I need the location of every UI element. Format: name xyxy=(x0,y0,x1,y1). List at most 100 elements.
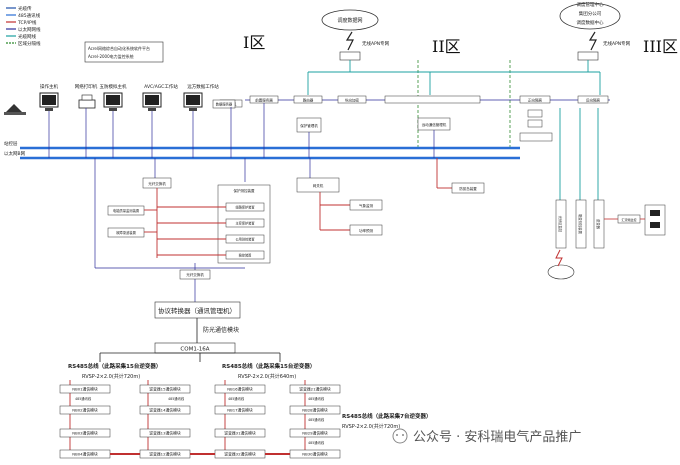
workstation-label: 五防模拟主机 xyxy=(100,83,127,90)
legend-label: TCP/IP线 xyxy=(17,19,37,26)
converter-label: 协议转换器（通讯管理机） xyxy=(158,306,236,315)
laptop-icon xyxy=(4,104,26,115)
fiber-switch-box xyxy=(179,269,211,280)
relay-b-box xyxy=(107,227,145,238)
workstation: 五防模拟主机 xyxy=(100,83,127,111)
zone-2-title: II区 xyxy=(432,37,461,56)
workstation-label: 远方数据工作站 xyxy=(187,83,219,90)
watermark-text: 公众号 · 安科瑞电气产品推广 xyxy=(413,429,581,445)
prot-label: 线路保护装置 xyxy=(235,205,254,210)
line-label: 485通讯线 xyxy=(75,396,92,401)
module-label: 逆变器15通信模块 xyxy=(149,387,181,392)
module-label: NB28通信模块 xyxy=(302,408,328,413)
bus-label-1: 站控层 xyxy=(4,140,18,147)
lightning-icon xyxy=(555,249,563,267)
legend-label: 光缆网线 xyxy=(18,33,36,40)
v4-label: 汇流箱监控 xyxy=(621,217,636,222)
cloud-company: 调度管理中心 集团分公司 调度数据中心 xyxy=(559,1,621,30)
protect-label: 保护管理机 xyxy=(300,123,318,128)
wireless-label-b: 无线APN专网 xyxy=(603,40,631,47)
module-label: NB03通信模块 xyxy=(72,431,98,436)
prot-group-label: 保护测控装置 xyxy=(234,188,255,193)
relay-b-label: 故障录波装置 xyxy=(116,230,136,235)
module-label: NB30通信模块 xyxy=(302,452,328,457)
relay-a-label: 电能质量监测装置 xyxy=(113,208,140,213)
lightning-icon xyxy=(588,31,597,51)
line-label: 485通讯线 xyxy=(308,440,325,445)
fiber-switch-label: 光纤交换机 xyxy=(186,272,204,277)
zone-1-title: I区 xyxy=(243,33,265,52)
rs485-c-cable: RVSP-2×2.0(共计720m) xyxy=(342,423,400,430)
legend-item: 以太网网线 xyxy=(6,26,41,33)
prot-label: 稳控装置 xyxy=(239,253,252,258)
rs485-a-cable: RVSP-2×2.0(共计720m) xyxy=(82,373,140,380)
cloud-small xyxy=(547,264,575,280)
rs485-c-title: RS485总线（此路采集7台逆变器） xyxy=(342,412,432,420)
cloud-dispatch-label: 调度数据网 xyxy=(337,17,362,24)
bus-label-2: 以太网B网 xyxy=(4,150,26,157)
data-server-label: 数据服务器 xyxy=(216,102,233,107)
software-box: Acrel网络综合自动化系统软件平台 Acrel-2000电力监控系统 xyxy=(84,41,164,63)
weather-label: 气象监测 xyxy=(359,203,373,208)
prot-label: 公用测控装置 xyxy=(235,237,254,242)
right-panels: 光伏区监控 箱变测控装置 逆变器 汇流箱监控 xyxy=(555,199,666,249)
legend-label: 以太网网线 xyxy=(18,26,41,33)
module-label: NB29通信模块 xyxy=(302,431,328,436)
zone-3-title: III区 xyxy=(643,37,678,56)
line-label: 485通讯线 xyxy=(168,396,185,401)
module-label: 逆变器12通信模块 xyxy=(149,452,181,457)
software-line2: Acrel-2000电力监控系统 xyxy=(88,53,134,59)
workstation: AVC/AGC工作站 xyxy=(142,83,178,111)
line-label: 485通讯线 xyxy=(308,396,325,401)
grid-unit-box xyxy=(296,177,340,193)
weather-box xyxy=(349,199,383,211)
workstation-label: 网络打印机 xyxy=(75,83,98,90)
legend: 光缆传 485通讯线 TCP/IP线 以太网网线 光缆网线 区域分隔线 xyxy=(6,5,41,47)
cloud-company-l1: 调度管理中心 xyxy=(577,1,604,8)
wireless-label-a: 无线APN专网 xyxy=(362,40,390,47)
legend-item: 光缆网线 xyxy=(6,33,36,40)
module-label: 逆变器31通信模块 xyxy=(224,431,256,436)
module-label: NB04通信模块 xyxy=(72,452,98,457)
switch-main-label: 光纤交换机 xyxy=(148,181,166,186)
module-label: 逆变器13通信模块 xyxy=(149,431,181,436)
workstation: 操作主机 xyxy=(39,83,59,111)
antenna-box xyxy=(339,51,361,61)
rs485-b-title: RS485总线（此路采集15台逆变器） xyxy=(222,362,315,370)
legend-item: 区域分隔线 xyxy=(6,40,41,47)
data-server-box xyxy=(212,99,236,109)
module-label: NB17通信模块 xyxy=(227,408,253,413)
rs485-a-title: RS485总线（此路采集15台逆变器） xyxy=(68,362,161,370)
tcp-lines xyxy=(144,158,452,258)
printer-icon: 网络打印机 xyxy=(75,83,98,109)
module-label: 逆变器21通信模块 xyxy=(299,387,331,392)
com-label: COM1-16A xyxy=(180,347,209,353)
power-pred-box xyxy=(349,224,383,236)
v3-label: 逆变器 xyxy=(596,219,601,230)
legend-label: 光缆传 xyxy=(18,5,32,12)
cloud-dispatch: 调度数据网 xyxy=(321,9,379,31)
fiber-lines xyxy=(307,60,601,200)
cloud-company-l3: 调度数据中心 xyxy=(577,19,604,26)
module-label: NB02通信模块 xyxy=(72,408,98,413)
software-line1: Acrel网络综合自动化系统软件平台 xyxy=(88,45,150,51)
anti-island-label: 防孤岛装置 xyxy=(459,186,477,191)
front-server-label: 前置服务器 xyxy=(255,98,273,103)
rs485-b-cable: RVSP-2×2.0(共计640m) xyxy=(238,373,296,380)
module-label: NB01通信模块 xyxy=(72,387,98,392)
legend-label: 485通讯线 xyxy=(18,12,41,19)
line-label: 485通讯线 xyxy=(308,417,325,422)
grid-unit-label: 网关机 xyxy=(313,183,324,188)
workstation-label: 操作主机 xyxy=(40,83,58,90)
line-label: 485通讯线 xyxy=(228,396,245,401)
router2-label: 纵向加密 xyxy=(345,98,359,103)
antenna-box xyxy=(577,51,599,61)
top-row-boxes: 前置服务器 路由器 纵向加密 正向隔离 反向隔离 交换机 保护管理机 远动通信管… xyxy=(219,95,609,142)
anti-island-box xyxy=(451,182,485,194)
legend-label: 区域分隔线 xyxy=(18,40,41,47)
relay-a-box xyxy=(107,205,145,216)
cloud-company-l2: 集团分公司 xyxy=(579,10,602,17)
module-label: 逆变器32通信模块 xyxy=(224,452,256,457)
module-grid: NB01通信模块 485通讯线 NB02通信模块 NB03通信模块 NB04通信… xyxy=(59,380,341,459)
power-pred-label: 功率预测 xyxy=(359,228,373,233)
